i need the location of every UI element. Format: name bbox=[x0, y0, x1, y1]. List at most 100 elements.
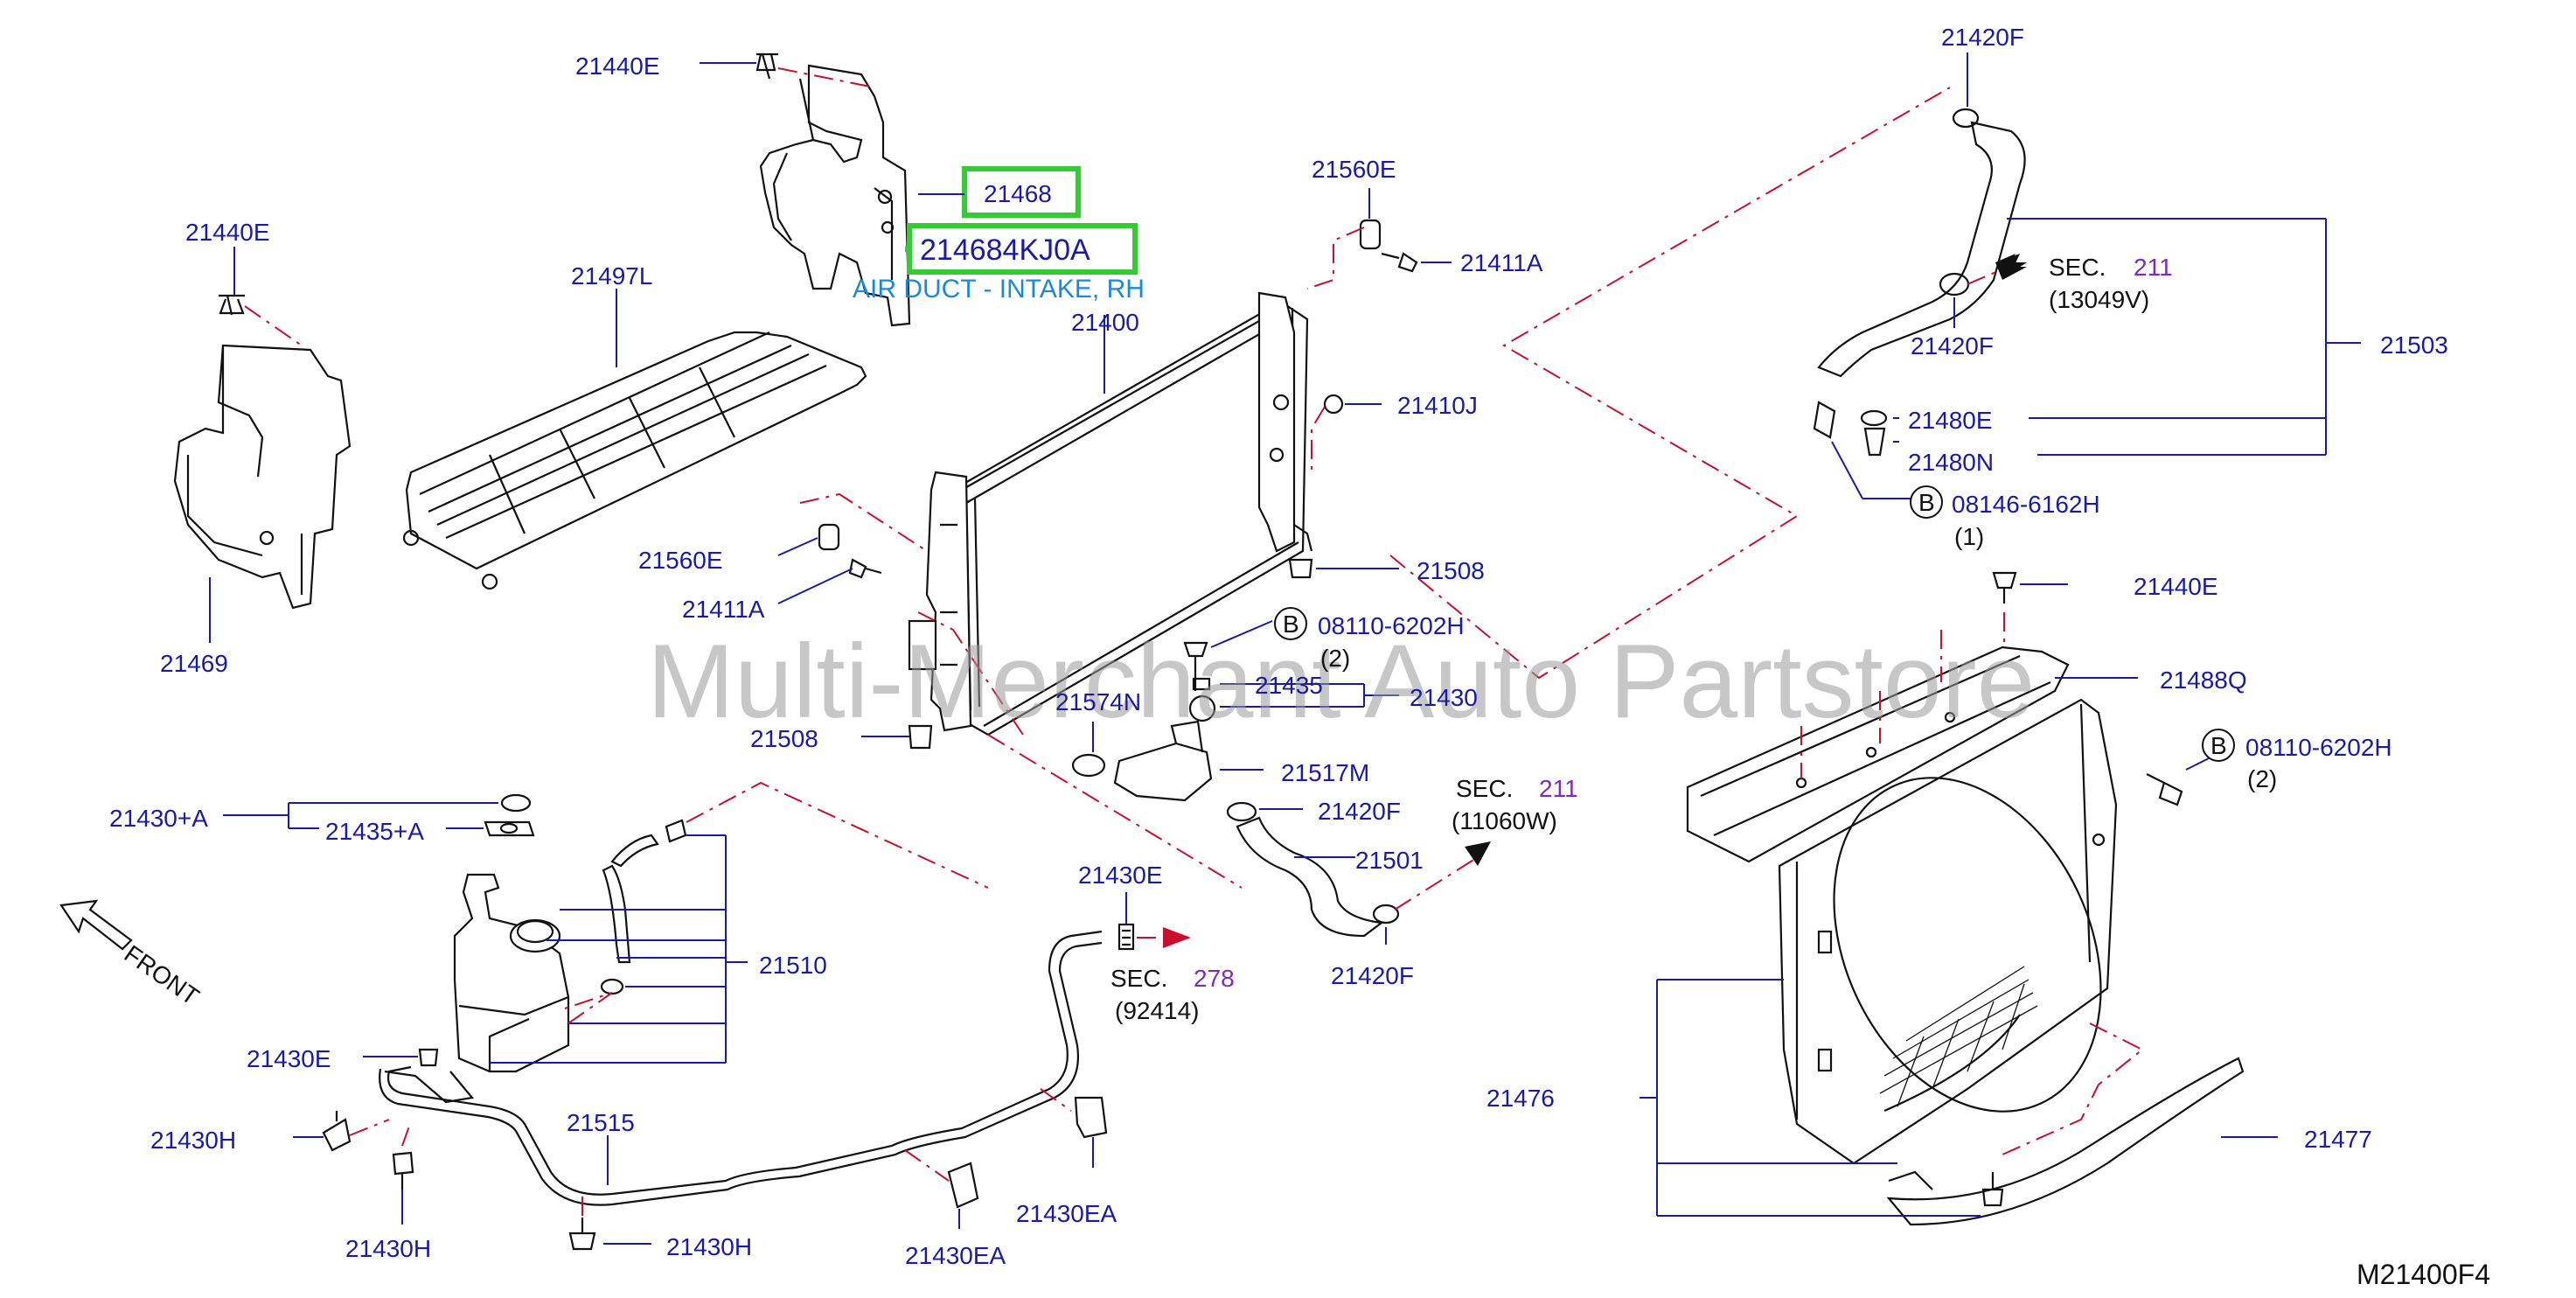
section-ref-2: (11060W) bbox=[1452, 807, 1557, 834]
label-21508-right[interactable]: 21508 bbox=[1417, 557, 1485, 584]
plug-21480N[interactable] bbox=[1863, 427, 1886, 457]
label-21410J[interactable]: 21410J bbox=[1397, 392, 1478, 419]
reservoir-cap[interactable] bbox=[509, 918, 561, 953]
clamp-21420F-mid[interactable] bbox=[1226, 801, 1257, 822]
air-duct-21468[interactable] bbox=[759, 64, 911, 327]
label-21430H-3[interactable]: 21430H bbox=[666, 1233, 752, 1260]
drain-21508-right[interactable] bbox=[1288, 558, 1313, 579]
label-21574N[interactable]: 21574N bbox=[1055, 688, 1141, 715]
cover-21497L[interactable] bbox=[402, 331, 867, 590]
section-ref-1: (13049V) bbox=[2049, 286, 2149, 313]
label-21440E-top[interactable]: 21440E bbox=[575, 52, 660, 80]
bolt-08110-6202H-a[interactable] bbox=[1183, 641, 1208, 691]
hose-21501[interactable] bbox=[1236, 816, 1384, 938]
label-21468-highlighted[interactable]: 21468 bbox=[984, 180, 1052, 207]
bolt-08146-6162H[interactable] bbox=[1813, 401, 1836, 439]
overflow-hose-21515[interactable] bbox=[379, 930, 1103, 1206]
label-21420F-low[interactable]: 21420F bbox=[1331, 962, 1414, 989]
clamp-21574N[interactable] bbox=[1071, 753, 1106, 778]
label-21420F-mid[interactable]: 21420F bbox=[1318, 798, 1401, 825]
hose-21517M[interactable] bbox=[1113, 720, 1213, 802]
reservoir-tank-21510[interactable] bbox=[453, 873, 570, 1073]
reservoir-hose[interactable] bbox=[602, 834, 659, 964]
clip-21430E-left[interactable] bbox=[418, 1048, 439, 1067]
filler-neck-21430[interactable] bbox=[1188, 677, 1216, 722]
label-21480E[interactable]: 21480E bbox=[1908, 407, 1993, 434]
label-21503[interactable]: 21503 bbox=[2380, 331, 2448, 359]
clip-21430H-left[interactable] bbox=[322, 1111, 352, 1152]
label-21430H-1[interactable]: 21430H bbox=[150, 1127, 236, 1154]
label-21430E-left[interactable]: 21430E bbox=[247, 1045, 331, 1072]
cap-21480E[interactable] bbox=[1860, 409, 1888, 427]
bolt-code-b1[interactable]: 08146-6162H bbox=[1952, 491, 2100, 518]
bolt-21411A-top[interactable] bbox=[1381, 252, 1418, 273]
section-number-1[interactable]: 211 bbox=[2134, 254, 2173, 281]
label-21477[interactable]: 21477 bbox=[2304, 1126, 2372, 1153]
label-21501[interactable]: 21501 bbox=[1355, 847, 1424, 874]
clip-21430H-low[interactable] bbox=[392, 1151, 414, 1190]
label-21440E-left[interactable]: 21440E bbox=[185, 219, 270, 246]
label-21508-left[interactable]: 21508 bbox=[750, 725, 818, 752]
label-21430H-2[interactable]: 21430H bbox=[345, 1235, 431, 1262]
label-21560E-top[interactable]: 21560E bbox=[1312, 156, 1396, 183]
label-21430[interactable]: 21430 bbox=[1410, 684, 1478, 711]
label-21430A[interactable]: 21430+A bbox=[109, 805, 208, 832]
label-21430EA-2[interactable]: 21430EA bbox=[905, 1242, 1006, 1269]
upper-shroud-21488Q[interactable] bbox=[1686, 646, 2070, 863]
clip-21440E-left[interactable] bbox=[219, 294, 245, 316]
label-21515[interactable]: 21515 bbox=[567, 1109, 635, 1136]
label-214684KJ0A-highlighted[interactable]: 214684KJ0A bbox=[920, 234, 1090, 267]
clip-21410J[interactable] bbox=[1323, 394, 1344, 415]
section-ref-3: (92414) bbox=[1115, 997, 1200, 1024]
label-21411A-top[interactable]: 21411A bbox=[1460, 249, 1543, 276]
radiator-21400[interactable] bbox=[908, 291, 1313, 736]
clip-21440E-right[interactable] bbox=[1992, 571, 2017, 604]
bolt-08110-6202H-b[interactable] bbox=[2146, 773, 2183, 806]
grommet-21560E-mid[interactable] bbox=[818, 523, 840, 551]
bolt-code-b3[interactable]: 08110-6202H bbox=[2245, 734, 2392, 761]
hose-21503[interactable] bbox=[1817, 121, 2026, 378]
label-21510[interactable]: 21510 bbox=[759, 952, 827, 979]
section-number-3[interactable]: 278 bbox=[1194, 965, 1235, 992]
cap-21430A[interactable] bbox=[500, 793, 532, 813]
lower-shroud-21477[interactable] bbox=[1886, 1057, 2245, 1226]
label-21497L[interactable]: 21497L bbox=[571, 262, 652, 290]
label-21488Q[interactable]: 21488Q bbox=[2160, 666, 2247, 694]
fan-shroud-21476[interactable] bbox=[1778, 698, 2152, 1165]
bracket-21430EA-right[interactable] bbox=[1074, 1096, 1108, 1139]
label-21420F-upper[interactable]: 21420F bbox=[1911, 332, 1994, 359]
label-21476[interactable]: 21476 bbox=[1486, 1085, 1555, 1112]
clip-21440E-top[interactable] bbox=[755, 52, 778, 80]
label-21469[interactable]: 21469 bbox=[160, 650, 228, 677]
clip-21430H-bottom[interactable] bbox=[568, 1218, 596, 1251]
clamp-hose-top[interactable] bbox=[665, 819, 687, 843]
section-label-1: SEC. bbox=[2049, 254, 2106, 281]
clamp-21420F-top[interactable] bbox=[1952, 108, 1980, 129]
section-number-2[interactable]: 211 bbox=[1539, 775, 1578, 802]
label-21517M[interactable]: 21517M bbox=[1281, 759, 1369, 786]
bolt-21411A-mid[interactable] bbox=[848, 558, 882, 579]
bolt-callout-b2: B bbox=[1274, 607, 1307, 640]
label-21430EA-1[interactable]: 21430EA bbox=[1016, 1200, 1117, 1227]
label-21411A-mid[interactable]: 21411A bbox=[682, 596, 765, 623]
bolt-qty-b2: (2) bbox=[1320, 645, 1350, 672]
clip-21430E-top[interactable] bbox=[1117, 923, 1135, 951]
clamp-hose-low[interactable] bbox=[600, 978, 624, 995]
clamp-21420F-low[interactable] bbox=[1372, 904, 1400, 925]
air-duct-21469[interactable] bbox=[173, 344, 352, 610]
bolt-lower-fan[interactable] bbox=[1981, 1172, 2004, 1207]
bolt-code-b2[interactable]: 08110-6202H bbox=[1318, 612, 1465, 639]
label-21400[interactable]: 21400 bbox=[1071, 309, 1139, 336]
label-21440E-right[interactable]: 21440E bbox=[2134, 573, 2218, 600]
drain-21508-left[interactable] bbox=[908, 724, 933, 750]
section-label-3: SEC. bbox=[1110, 965, 1167, 992]
label-21420F-top[interactable]: 21420F bbox=[1941, 24, 2024, 51]
label-21430E-top[interactable]: 21430E bbox=[1078, 862, 1163, 889]
label-21435A[interactable]: 21435+A bbox=[325, 818, 424, 845]
label-21480N[interactable]: 21480N bbox=[1908, 449, 1994, 476]
label-21560E-mid[interactable]: 21560E bbox=[638, 547, 723, 574]
bracket-21430EA-left[interactable] bbox=[947, 1162, 979, 1209]
seal-21435A[interactable] bbox=[484, 820, 535, 837]
label-21435[interactable]: 21435 bbox=[1255, 672, 1323, 699]
grommet-21560E-top[interactable] bbox=[1359, 219, 1382, 250]
